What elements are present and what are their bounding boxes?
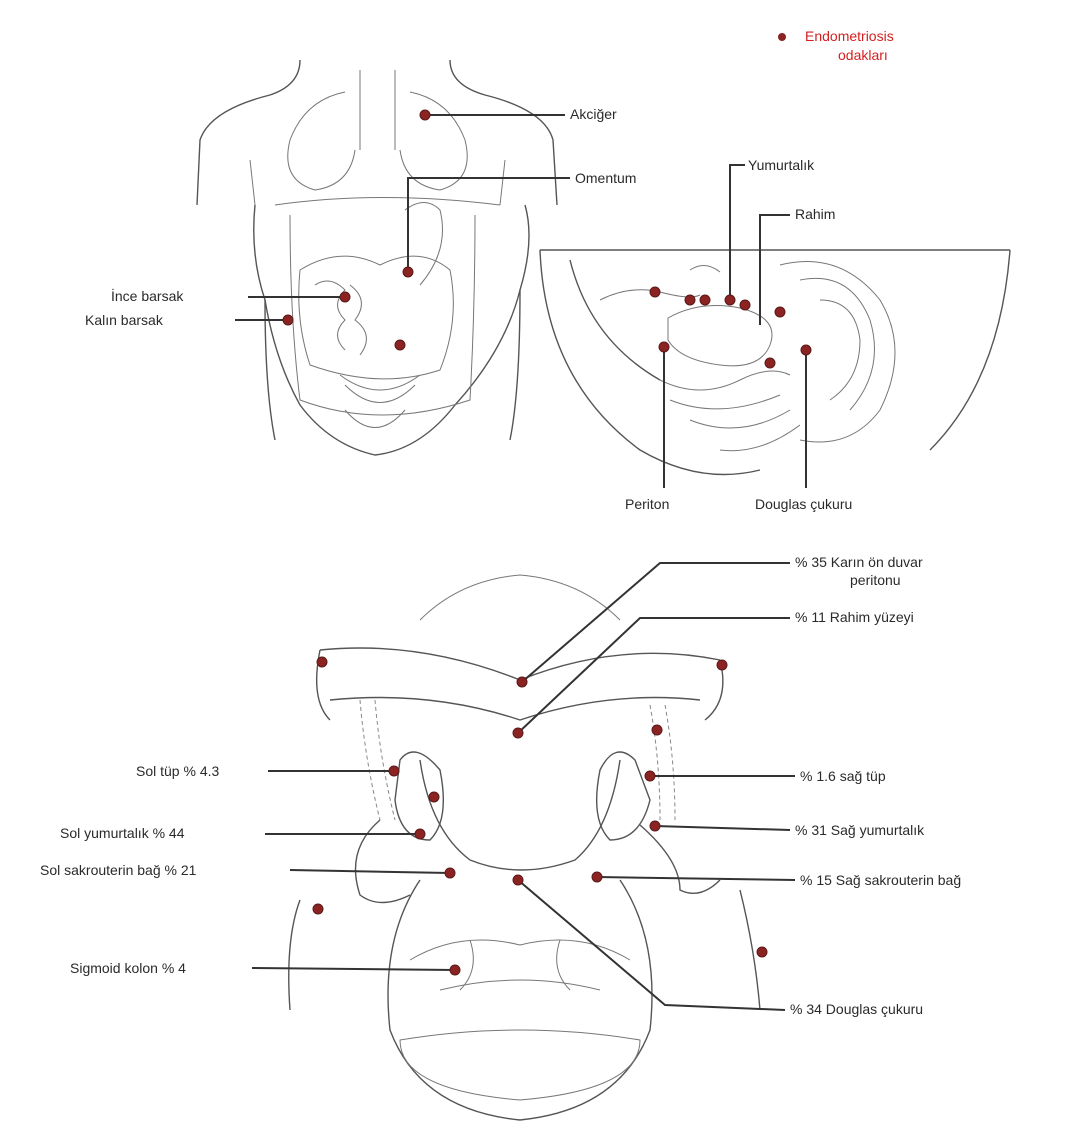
focus-dot: [700, 295, 710, 305]
focus-dot: [725, 295, 735, 305]
label-douglas-yuzde: % 34 Douglas çukuru: [790, 1001, 923, 1017]
focus-dot: [645, 771, 655, 781]
label-ince-barsak: İnce barsak: [111, 288, 183, 304]
label-sol-tup: Sol tüp % 4.3: [136, 763, 219, 779]
focus-dot: [389, 766, 399, 776]
label-sigmoid-kolon: Sigmoid kolon % 4: [70, 960, 186, 976]
focus-dot: [513, 728, 523, 738]
focus-dot: [650, 287, 660, 297]
label-sag-tup: % 1.6 sağ tüp: [800, 768, 886, 784]
focus-dot: [420, 110, 430, 120]
focus-dot: [317, 657, 327, 667]
focus-dot: [740, 300, 750, 310]
focus-dot: [775, 307, 785, 317]
label-yumurtalik: Yumurtalık: [748, 157, 814, 173]
focus-dot: [517, 677, 527, 687]
focus-dot: [445, 868, 455, 878]
label-akciger: Akciğer: [570, 106, 617, 122]
focus-dot: [513, 875, 523, 885]
torso-illustration: [197, 60, 557, 455]
focus-dot: [429, 792, 439, 802]
focus-dot: [652, 725, 662, 735]
label-rahim: Rahim: [795, 206, 835, 222]
focus-dot: [757, 947, 767, 957]
legend-title: Endometriosis: [805, 28, 975, 44]
focus-dot: [717, 660, 727, 670]
focus-dot: [659, 342, 669, 352]
label-sol-sakrouterin: Sol sakrouterin bağ % 21: [40, 862, 196, 878]
label-periton: Periton: [625, 496, 669, 512]
label-sag-yumurtalik: % 31 Sağ yumurtalık: [795, 822, 924, 838]
focus-dot: [765, 358, 775, 368]
focus-dot: [395, 340, 405, 350]
focus-dot: [592, 872, 602, 882]
focus-dot: [415, 829, 425, 839]
label-kalin-barsak: Kalın barsak: [85, 312, 163, 328]
label-omentum: Omentum: [575, 170, 636, 186]
focus-dot: [801, 345, 811, 355]
focus-dot: [650, 821, 660, 831]
legend-dot: [778, 33, 786, 41]
label-sag-sakrouterin: % 15 Sağ sakrouterin bağ: [800, 872, 961, 888]
label-karin-on-duvar: % 35 Karın ön duvar: [795, 554, 923, 570]
focus-dot: [450, 965, 460, 975]
legend-subtitle: odakları: [838, 47, 958, 63]
label-rahim-yuzeyi: % 11 Rahim yüzeyi: [795, 609, 914, 625]
focus-dot: [313, 904, 323, 914]
label-douglas-cukuru: Douglas çukuru: [755, 496, 852, 512]
focus-dot: [283, 315, 293, 325]
focus-dot: [685, 295, 695, 305]
endometriosis-foci: [283, 110, 811, 975]
focus-dot: [403, 267, 413, 277]
focus-dot: [340, 292, 350, 302]
uterus-illustration: [289, 575, 760, 1120]
label-karin-on-duvar-peritonu: peritonu: [850, 572, 901, 588]
label-sol-yumurtalik: Sol yumurtalık % 44: [60, 825, 185, 841]
